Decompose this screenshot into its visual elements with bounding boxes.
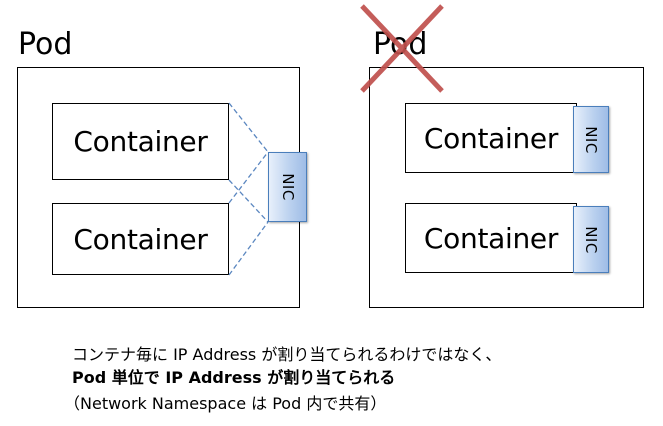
right-container-2-label: Container (423, 221, 559, 255)
cross-stroke (360, 4, 444, 93)
caption-line-2: Pod 単位で IP Address が割り当てられる (72, 366, 395, 389)
nic-link-line (228, 151, 269, 204)
left-container-2: Container (52, 203, 229, 275)
left-container-2-label: Container (73, 222, 208, 256)
left-container-1-label: Container (73, 125, 208, 158)
caption-unit-text: 単位で (106, 368, 166, 387)
nic-link-line (228, 179, 269, 223)
caption-pod-bold: Pod (72, 368, 107, 387)
right-container-2: Container (405, 203, 577, 273)
caption-ip-bold: IP Address (165, 368, 262, 387)
nic-link-line (228, 102, 269, 153)
right-container-1: Container (405, 103, 577, 173)
nic-link-line (228, 221, 269, 276)
right-nic-2: NIC (573, 206, 609, 273)
left-shared-nic: NIC (268, 152, 307, 222)
caption-line-3: （Network Namespace は Pod 内で共有） (64, 394, 387, 413)
caption-assign-text: が割り当てられる (261, 368, 396, 387)
left-pod-title: Pod (18, 27, 73, 62)
left-container-1: Container (52, 103, 229, 180)
right-nic-1: NIC (573, 106, 609, 173)
right-container-1-label: Container (423, 121, 559, 155)
caption-line-1: コンテナ毎に IP Address が割り当てられるわけではなく、 (72, 345, 502, 364)
